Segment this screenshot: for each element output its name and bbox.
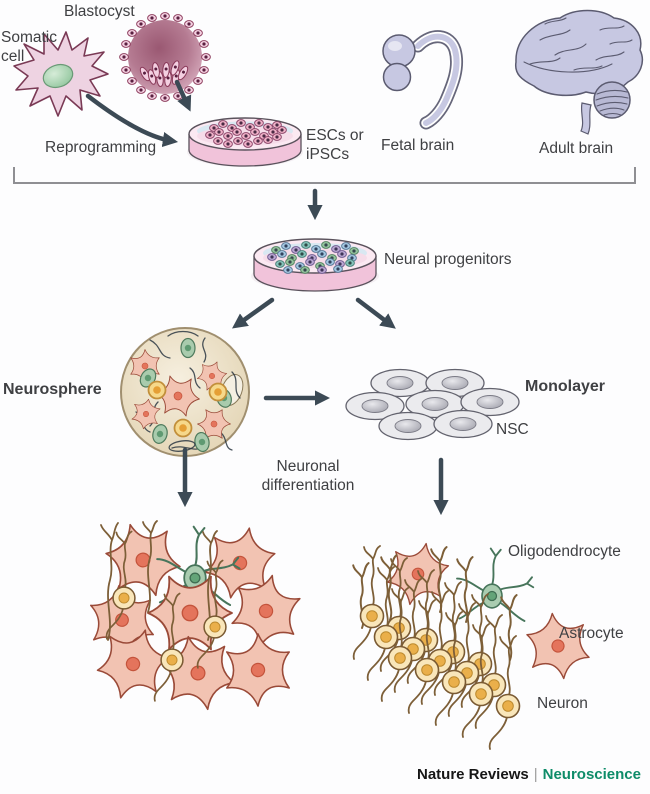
oligodendrocyte-label: Oligodendrocyte [508,543,621,560]
monolayer-derived-culture [352,538,600,750]
escs-ipscs-label: ESCs or iPSCs [306,127,364,163]
fetal-brain-illustration [382,30,464,130]
monolayer-illustration [345,368,520,441]
adult-brain-label: Adult brain [539,140,614,157]
reprogramming-label: Reprogramming [45,139,157,156]
neurosphere-illustration [120,327,250,457]
nsc-label: NSC [496,421,529,438]
branch-arrows [232,297,396,329]
fetal-brain-label: Fetal brain [381,137,455,154]
neurosphere-label: Neurosphere [3,381,102,398]
adult-brain-illustration [514,9,644,135]
journal-name: Nature Reviews [416,766,529,783]
reprogramming-arrows [85,79,192,148]
journal-credit: Nature Reviews|Neuroscience [417,766,641,783]
differentiation-arrows [177,390,449,516]
credit-separator: | [533,766,538,783]
monolayer-label: Monolayer [525,378,606,395]
neural-progenitors-label: Neural progenitors [384,251,512,268]
neuronal-differentiation-label: Neuronal differentiation [261,458,355,494]
neural-progenitors-dish [251,238,379,292]
sources-bracket [13,167,636,184]
neuron-label: Neuron [537,695,588,712]
journal-section: Neuroscience [542,766,641,783]
nsc-cells [345,368,520,441]
astrocyte-label: Astrocyte [559,625,624,642]
escs-ipscs-dish [187,117,303,167]
somatic-cell-label: Somatic cell [1,29,57,65]
somatic-cell-illustration [13,31,109,117]
blastocyst-label: Blastocyst [64,3,135,20]
neurosphere-derived-culture [77,520,315,716]
blastocyst-illustration [119,12,211,102]
